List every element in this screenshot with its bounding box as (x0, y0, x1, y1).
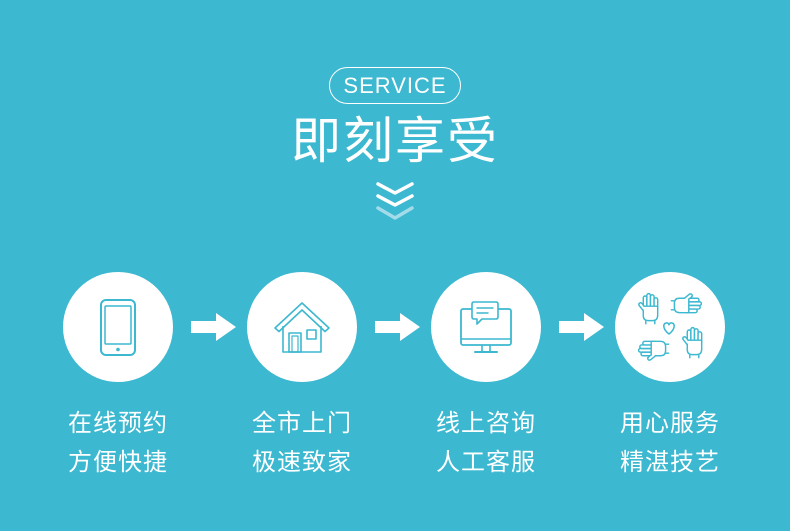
step-label-line1: 线上咨询 (436, 409, 536, 437)
step-label-line2: 精湛技艺 (620, 448, 720, 476)
step-circle-online-consult (431, 272, 541, 382)
step-label-line1: 用心服务 (620, 409, 720, 437)
step-circle-online-booking (63, 272, 173, 382)
step-label-line2: 人工客服 (436, 448, 536, 476)
service-badge: SERVICE (329, 67, 461, 104)
step-circle-care-service (615, 272, 725, 382)
monitor-chat-icon (460, 301, 512, 353)
step-circle-home-visit (247, 272, 357, 382)
step-label-line2: 极速致家 (252, 448, 352, 476)
step-label-line2: 方便快捷 (68, 448, 168, 476)
house-icon (274, 302, 330, 353)
page-title: 即刻享受 (291, 112, 499, 170)
arrow-right-icon (191, 313, 236, 341)
step-label-line1: 全市上门 (252, 409, 352, 437)
arrow-right-icon (559, 313, 604, 341)
arrow-right-icon (375, 313, 420, 341)
chevrons-down-icon (376, 182, 414, 220)
smartphone-icon (100, 299, 136, 356)
step-label-line1: 在线预约 (68, 409, 168, 437)
hands-heart-icon (637, 292, 703, 361)
